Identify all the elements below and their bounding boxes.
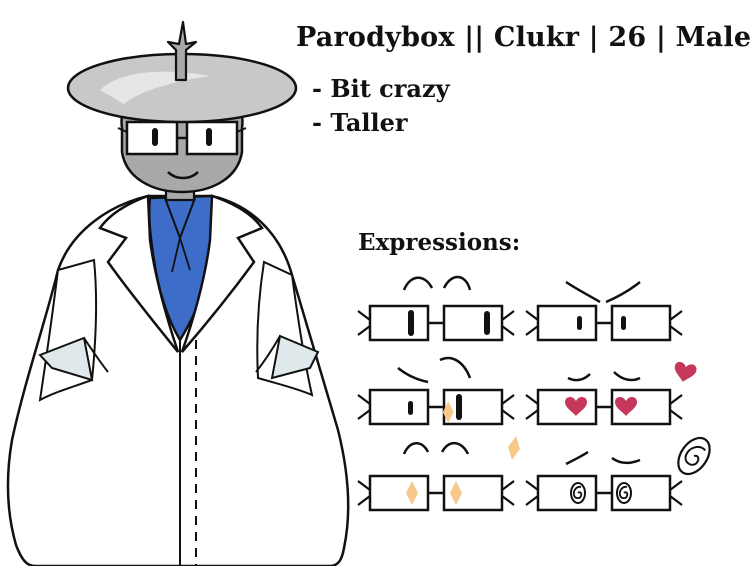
character-glasses — [117, 120, 247, 156]
character-title: Parodybox || Clukr | 26 | Male — [296, 22, 752, 53]
right-cuff — [270, 334, 320, 380]
right-lapel — [180, 194, 264, 353]
character-figure — [6, 20, 350, 566]
expression-sparkle — [356, 401, 522, 512]
expression-skeptical — [356, 356, 516, 426]
expression-dizzy — [524, 436, 711, 512]
floating-spiral-icon — [677, 436, 711, 476]
expression-love — [524, 360, 698, 426]
expression-neutral — [356, 275, 516, 342]
hat-spike — [166, 20, 198, 82]
trait-item: - Bit crazy — [312, 74, 450, 103]
left-cuff — [38, 336, 94, 382]
trait-item: - Taller — [312, 108, 408, 137]
expressions-heading: Expressions: — [358, 229, 521, 256]
floating-heart-icon — [671, 360, 698, 385]
left-lapel — [98, 194, 180, 353]
expression-angry — [524, 280, 684, 342]
character-smile — [167, 171, 199, 180]
